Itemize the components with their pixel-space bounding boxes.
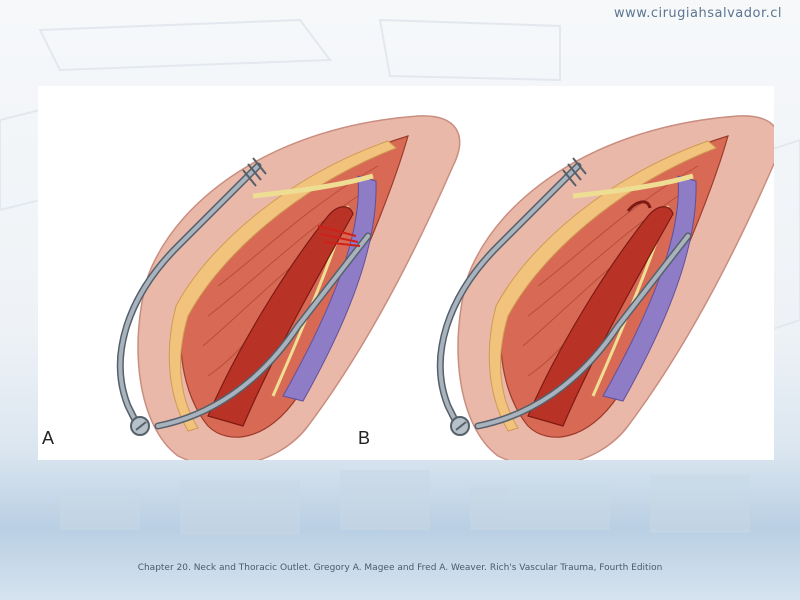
panel-b-illustration	[440, 116, 774, 460]
site-url: www.cirugiahsalvador.cl	[613, 6, 782, 21]
panel-label-a: A	[42, 428, 55, 448]
surgical-figure: A B	[38, 86, 774, 460]
panel-label-b: B	[358, 428, 371, 448]
figure-caption: Chapter 20. Neck and Thoracic Outlet. Gr…	[137, 563, 663, 573]
panel-a-illustration	[120, 116, 459, 460]
